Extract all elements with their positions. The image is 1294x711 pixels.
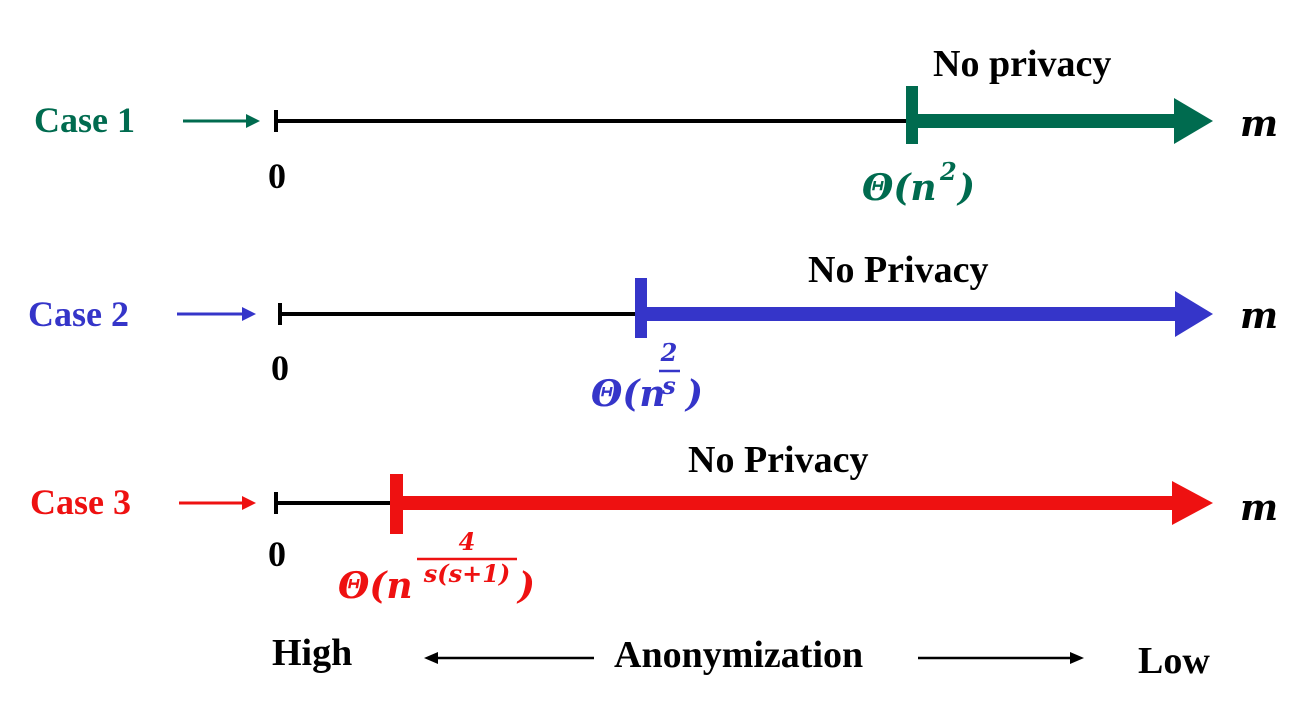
case-2-axis-label: m xyxy=(1240,295,1278,337)
scale-right-arrow xyxy=(918,652,1084,664)
scale-left-arrow xyxy=(424,652,594,664)
case-1-zero-label: 0 xyxy=(268,156,286,196)
case-2-threshold-numerator: 2 xyxy=(660,338,678,367)
case-3-no-privacy-arrow xyxy=(390,474,1213,534)
case-2-no-privacy-arrow xyxy=(635,278,1213,338)
case-3-threshold-numerator: 4 xyxy=(459,527,476,556)
case-1-row: Case 1 0 No privacy m Θ(n 2 ) xyxy=(34,43,1278,209)
case-3-label: Case 3 xyxy=(30,482,131,522)
scale-anonymization-label: Anonymization xyxy=(614,634,863,676)
case-1-axis xyxy=(274,110,912,132)
scale-high-label: High xyxy=(272,632,352,674)
case-1-threshold-suffix: ) xyxy=(956,167,975,209)
case-2-row: Case 2 0 No Privacy m Θ(n 2 s ) xyxy=(28,249,1278,415)
case-2-threshold-prefix: Θ(n xyxy=(591,373,666,415)
case-3-threshold-denominator: s(s+1) xyxy=(423,559,511,588)
case-3-threshold-prefix: Θ(n xyxy=(338,565,413,607)
case-3-threshold-label: Θ(n 4 s(s+1) ) xyxy=(338,527,535,607)
case-3-zero-label: 0 xyxy=(268,534,286,574)
case-2-threshold-suffix: ) xyxy=(684,373,703,415)
case-3-axis-label: m xyxy=(1240,487,1278,529)
case-3-axis xyxy=(274,492,396,514)
case-2-pointer-arrow xyxy=(177,307,256,321)
case-1-threshold-exponent: 2 xyxy=(939,157,957,186)
case-1-no-privacy-arrow xyxy=(906,86,1213,144)
case-3-row: Case 3 0 No Privacy m Θ(n 4 s(s+1) ) xyxy=(30,439,1278,607)
case-2-no-privacy-label: No Privacy xyxy=(808,249,988,291)
case-1-no-privacy-label: No privacy xyxy=(933,43,1111,85)
case-1-label: Case 1 xyxy=(34,100,135,140)
case-2-threshold-label: Θ(n 2 s ) xyxy=(591,338,703,415)
case-1-threshold-prefix: Θ(n xyxy=(862,167,937,209)
case-2-label: Case 2 xyxy=(28,294,129,334)
case-3-threshold-suffix: ) xyxy=(516,565,535,607)
case-3-no-privacy-label: No Privacy xyxy=(688,439,868,481)
case-2-threshold-denominator: s xyxy=(661,371,676,400)
case-1-pointer-arrow xyxy=(183,114,260,128)
case-2-axis xyxy=(278,303,638,325)
case-2-zero-label: 0 xyxy=(271,348,289,388)
case-3-pointer-arrow xyxy=(179,496,256,510)
case-1-threshold-label: Θ(n 2 ) xyxy=(862,157,975,209)
case-1-axis-label: m xyxy=(1240,103,1278,145)
anonymization-scale: High Anonymization Low xyxy=(272,632,1210,682)
scale-low-label: Low xyxy=(1138,640,1210,682)
